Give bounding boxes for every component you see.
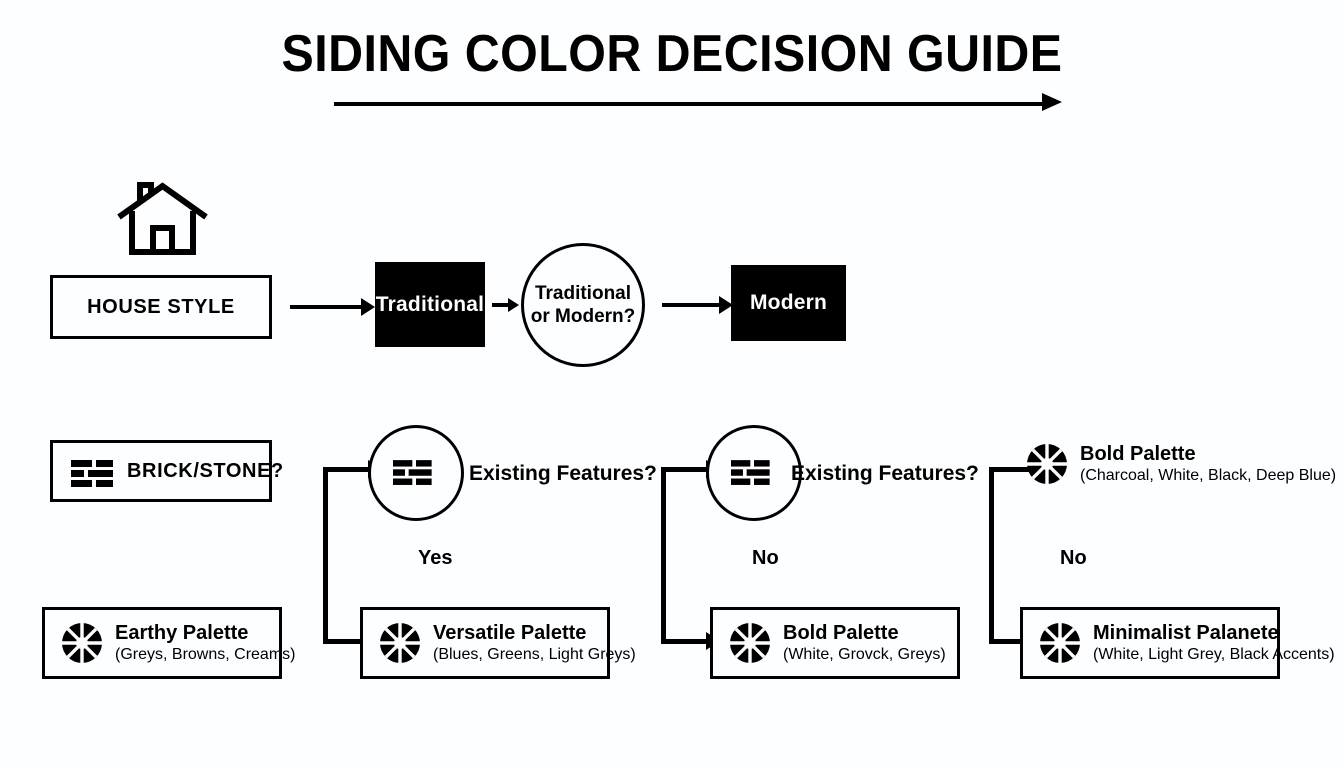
brick-icon — [731, 460, 777, 486]
bracket-arm-to-features-left — [323, 460, 382, 478]
arrow-right-icon — [1042, 93, 1062, 111]
existing-features-label-right: Existing Features? — [791, 462, 979, 485]
branch-label-no-middle: No — [752, 547, 779, 569]
versatile-palette-box[interactable]: Versatile Palette (Blues, Greens, Light … — [360, 607, 636, 679]
title-arrow-line — [334, 102, 1046, 106]
traditional-box[interactable]: Traditional — [375, 262, 485, 347]
existing-features-label-left: Existing Features? — [469, 462, 657, 485]
bracket-arm-to-features-right — [661, 460, 720, 478]
bold-palette-plain-subtitle: (Charcoal, White, Black, Deep Blue) — [1080, 467, 1337, 484]
decision-line-1: Traditional — [534, 282, 632, 304]
house-icon — [115, 180, 210, 258]
arrow-decision-to-modern — [662, 296, 733, 314]
bracket-spine — [989, 467, 994, 644]
existing-features-circle-left[interactable] — [368, 425, 464, 521]
minimalist-palette-title: Minimalist Palanete — [1093, 621, 1279, 644]
house-style-box[interactable]: HOUSE STYLE — [50, 275, 272, 339]
bold-palette-plain: Bold Palette (Charcoal, White, Black, De… — [1026, 443, 1336, 485]
decision-line-2: or Modern? — [530, 306, 636, 327]
brick-icon — [71, 460, 121, 488]
bold-palette-title: Bold Palette — [783, 621, 899, 644]
earthy-palette-box[interactable]: Earthy Palette (Greys, Browns, Creams) — [42, 607, 295, 679]
earthy-palette-subtitle: (Greys, Browns, Creams) — [115, 645, 296, 663]
color-wheel-icon — [1039, 622, 1081, 664]
color-wheel-icon — [1026, 443, 1068, 485]
bold-palette-plain-title: Bold Palette — [1080, 443, 1196, 465]
brick-stone-box[interactable]: BRICK/STONE? — [50, 440, 283, 502]
color-wheel-icon — [61, 622, 103, 664]
bracket-arm-to-bold — [661, 632, 720, 650]
bold-palette-subtitle: (White, Grovck, Greys) — [783, 645, 946, 663]
branch-label-yes: Yes — [418, 547, 453, 569]
bold-palette-box[interactable]: Bold Palette (White, Grovck, Greys) — [710, 607, 960, 679]
house-style-label: HOUSE STYLE — [87, 295, 235, 318]
connector-bracket-middle — [661, 460, 720, 650]
versatile-palette-subtitle: (Blues, Greens, Light Greys) — [433, 645, 636, 663]
bold-palette-plain-text: Bold Palette (Charcoal, White, Black, De… — [1080, 443, 1336, 485]
minimalist-palette-box[interactable]: Minimalist Palanete (White, Light Grey, … — [1020, 607, 1335, 679]
brick-icon — [393, 460, 439, 486]
earthy-palette-text: Earthy Palette (Greys, Browns, Creams) — [115, 622, 295, 664]
arrow-house-to-traditional — [290, 298, 375, 316]
title-arrow-rule — [334, 93, 1062, 111]
minimalist-palette-text: Minimalist Palanete (White, Light Grey, … — [1093, 622, 1335, 664]
bracket-spine — [661, 467, 666, 644]
bracket-spine — [323, 467, 328, 644]
modern-label: Modern — [749, 291, 828, 314]
arrow-traditional-to-decision — [492, 297, 519, 312]
color-wheel-icon — [379, 622, 421, 664]
color-wheel-icon — [729, 622, 771, 664]
traditional-label: Traditional — [375, 292, 485, 316]
versatile-palette-title: Versatile Palette — [433, 621, 587, 644]
page-title: SIDING COLOR DECISION GUIDE — [281, 25, 1063, 83]
existing-features-circle-right[interactable] — [706, 425, 802, 521]
modern-box[interactable]: Modern — [731, 265, 846, 341]
versatile-palette-text: Versatile Palette (Blues, Greens, Light … — [433, 622, 636, 664]
minimalist-palette-subtitle: (White, Light Grey, Black Accents) — [1093, 645, 1335, 663]
earthy-palette-title: Earthy Palette — [115, 621, 249, 644]
brick-stone-label: BRICK/STONE? — [127, 459, 284, 482]
branch-label-no-right: No — [1060, 547, 1087, 569]
bold-palette-text: Bold Palette (White, Grovck, Greys) — [783, 622, 946, 664]
